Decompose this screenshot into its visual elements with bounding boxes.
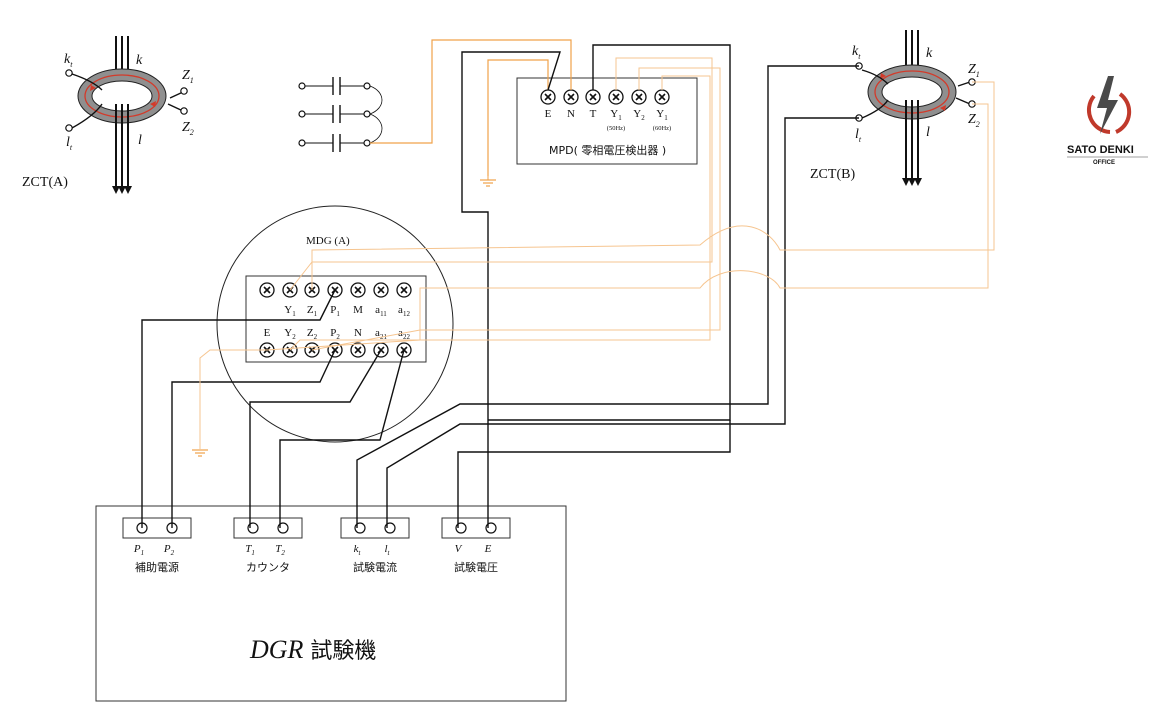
wire-mdg-a22-to-t2	[279, 349, 405, 528]
tester-group-2: kt lt 試験電流	[340, 517, 410, 574]
mpd-terminal-5	[654, 89, 670, 105]
mpd-terminal-note-3: (50Hz)	[607, 125, 625, 132]
zct-a-kt-label: kt	[64, 52, 73, 69]
mdg-bottom-label-0: E	[264, 327, 271, 339]
tester-terminal-label-1-0: T1	[245, 543, 255, 557]
mdg-top-label-4: M	[353, 304, 363, 316]
tester-title: DGR 試験機	[249, 635, 376, 664]
zct-a-l-label: l	[138, 133, 142, 148]
wire-mpd-y1-to-mdg-y1	[289, 57, 713, 291]
tester-terminal-label-3-0: V	[455, 543, 463, 555]
zct-a: kt k lt l Z1 Z2 ZCT(A)	[22, 36, 194, 194]
zct-b-lt-label: lt	[855, 127, 862, 144]
zct-b-l-label: l	[926, 125, 930, 140]
mdg-bottom-label-4: N	[354, 327, 362, 339]
tester-terminal-label-3-1: E	[484, 543, 492, 555]
tester-terminal-label-0-0: P1	[133, 543, 144, 557]
tester-group-name-0: 補助電源	[135, 560, 179, 574]
mdg-top-terminal-0	[259, 282, 275, 298]
mpd-terminal-4	[631, 89, 647, 105]
mpd-terminal-label-3: Y1	[610, 108, 622, 122]
wire-mpd-y2-to-mdg-y2	[311, 67, 721, 351]
mdg-bottom-terminal-4	[350, 342, 366, 358]
tester-group-name-3: 試験電圧	[454, 560, 498, 574]
mpd-terminal-label-1: N	[567, 108, 575, 120]
tester-group-3: V E 試験電圧	[441, 517, 511, 574]
wire-cap-to-mpd-n	[370, 39, 572, 144]
zct-a-lt-label: lt	[66, 135, 73, 152]
ground-symbol-mdg	[192, 449, 208, 457]
logo-line1: SATO DENKI	[1067, 144, 1134, 156]
zct-b-title: ZCT(B)	[810, 167, 855, 182]
logo-line2: OFFICE	[1093, 160, 1115, 166]
mpd-terminal-1	[563, 89, 579, 105]
mpd-title: MPD( 零相電圧検出器 )	[549, 143, 666, 157]
mpd-terminal-0	[540, 89, 556, 105]
mdg-top-label-5: a11	[375, 304, 387, 318]
tester-group-1: T1 T2 カウンタ	[233, 517, 303, 574]
zct-a-k-label: k	[136, 53, 143, 68]
mdg-bottom-label-6: a22	[398, 327, 410, 341]
mdg-top-terminal-5	[373, 282, 389, 298]
wire-mdg-a21-to-t1	[249, 349, 382, 528]
mdg-title: MDG (A)	[306, 235, 350, 247]
zct-a-z2-label: Z2	[182, 120, 194, 137]
mpd-unit: MPD( 零相電圧検出器 ) E N T Y1 (50Hz) Y2 Y1 (60Hz)	[516, 77, 698, 165]
mdg-top-label-1: Y1	[284, 304, 296, 318]
mdg-bottom-label-1: Y2	[284, 327, 296, 341]
wire-mpd-e-to-tester-e	[461, 51, 561, 452]
zct-b-z1-label: Z1	[968, 62, 980, 79]
wire-lt-to-zct-b	[386, 117, 859, 528]
ground-symbol-mpd	[480, 176, 496, 187]
zct-b: kt k lt l Z1 Z2 ZCT(B)	[810, 30, 980, 186]
mdg-top-terminal-6	[396, 282, 412, 298]
tester-terminal-label-2-1: lt	[384, 543, 390, 557]
zct-a-z1-label: Z1	[182, 68, 194, 85]
capacitor-2	[298, 105, 371, 123]
wire-mpd-y1-60hz	[289, 75, 711, 351]
wire-zct-b-z2-to-mdg-z2	[266, 103, 989, 351]
wire-mdg-p1-to-tester-p1	[141, 289, 336, 528]
mdg-top-terminal-4	[350, 282, 366, 298]
tester-group-name-1: カウンタ	[246, 561, 290, 574]
mdg-bottom-label-2: Z2	[307, 327, 318, 341]
mdg-top-label-2: Z1	[307, 304, 318, 318]
wire-tester-v	[457, 420, 731, 528]
capacitor-bank	[298, 77, 383, 152]
mdg-bottom-label-5: a21	[375, 327, 387, 341]
tester-group-0: P1 P2 補助電源	[122, 517, 192, 574]
mpd-terminal-label-2: T	[590, 108, 597, 120]
mdg-bottom-label-3: P2	[330, 327, 340, 341]
tester-terminal-label-2-0: kt	[354, 543, 362, 557]
wire-zct-b-z1-to-mdg-z1	[311, 81, 995, 290]
mpd-terminal-note-5: (60Hz)	[653, 125, 671, 132]
wire-mpd-e-ground	[487, 59, 549, 176]
wire-mdg-p2-to-tester-p2	[171, 349, 336, 528]
mpd-terminal-label-5: Y1	[656, 108, 668, 122]
zct-b-k-label: k	[926, 46, 933, 61]
wire-mpd-t	[488, 44, 731, 421]
wire-kt-to-zct-b	[356, 65, 859, 528]
wire-mdg-e-ground	[199, 349, 267, 450]
mpd-terminal-label-0: E	[545, 108, 552, 120]
capacitor-3	[298, 134, 371, 152]
tester-terminal-label-1-1: T2	[275, 543, 285, 557]
tester-group-name-2: 試験電流	[353, 560, 397, 574]
mdg-top-label-6: a12	[398, 304, 410, 318]
zct-b-z2-label: Z2	[968, 112, 980, 129]
capacitor-1	[298, 77, 371, 95]
dgr-tester: DGR 試験機 P1 P2 補助電源 T1 T2 カウンタ kt lt 試験電流 V E 試験電圧	[95, 505, 567, 702]
mpd-terminal-3	[608, 89, 624, 105]
zct-b-kt-label: kt	[852, 44, 861, 61]
mpd-terminal-label-4: Y2	[633, 108, 645, 122]
sato-denki-logo: SATO DENKI OFFICE	[1067, 76, 1148, 166]
wiring	[141, 39, 995, 528]
mpd-terminal-2	[585, 89, 601, 105]
tester-terminal-label-0-1: P2	[163, 543, 175, 557]
mdg-top-label-3: P1	[330, 304, 340, 318]
zct-a-title: ZCT(A)	[22, 175, 68, 190]
